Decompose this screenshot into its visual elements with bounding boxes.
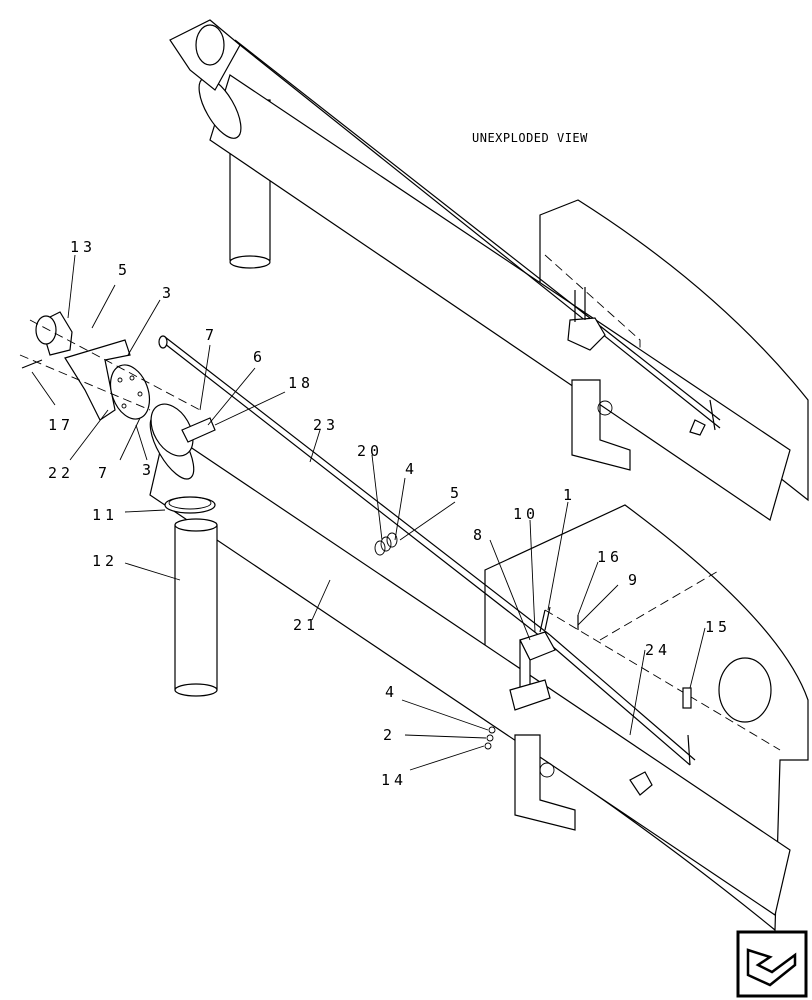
exploded-assembly: [19, 311, 809, 932]
callout-4: 4: [385, 683, 398, 701]
leader-lines: [31, 254, 706, 771]
callout-17: 17: [48, 416, 74, 434]
callout-22: 22: [48, 464, 74, 482]
callout-14: 14: [381, 771, 407, 789]
callout-16: 16: [597, 548, 623, 566]
callout-5: 5: [450, 484, 463, 502]
callout-7: 7: [98, 464, 111, 482]
callout-2: 2: [383, 726, 396, 744]
callout-24: 24: [645, 641, 671, 659]
callout-18: 18: [288, 374, 314, 392]
callout-5: 5: [118, 261, 131, 279]
unexploded-assembly: [169, 19, 809, 521]
callout-9: 9: [628, 571, 641, 589]
callout-10: 10: [513, 505, 539, 523]
callout-3: 3: [162, 284, 175, 302]
next-page-arrow-icon[interactable]: [736, 930, 808, 998]
callout-11: 11: [92, 506, 118, 524]
callout-23: 23: [313, 416, 339, 434]
callout-20: 20: [357, 442, 383, 460]
callout-6: 6: [253, 348, 266, 366]
callout-12: 12: [92, 552, 118, 570]
callout-4: 4: [405, 460, 418, 478]
callout-3: 3: [142, 461, 155, 479]
callout-21: 21: [293, 616, 319, 634]
callout-13: 13: [70, 238, 96, 256]
callout-15: 15: [705, 618, 731, 636]
callout-8: 8: [473, 526, 486, 544]
caption-text: UNEXPLODED VIEW: [472, 131, 588, 145]
callout-1: 1: [563, 486, 576, 504]
callout-7: 7: [205, 326, 218, 344]
